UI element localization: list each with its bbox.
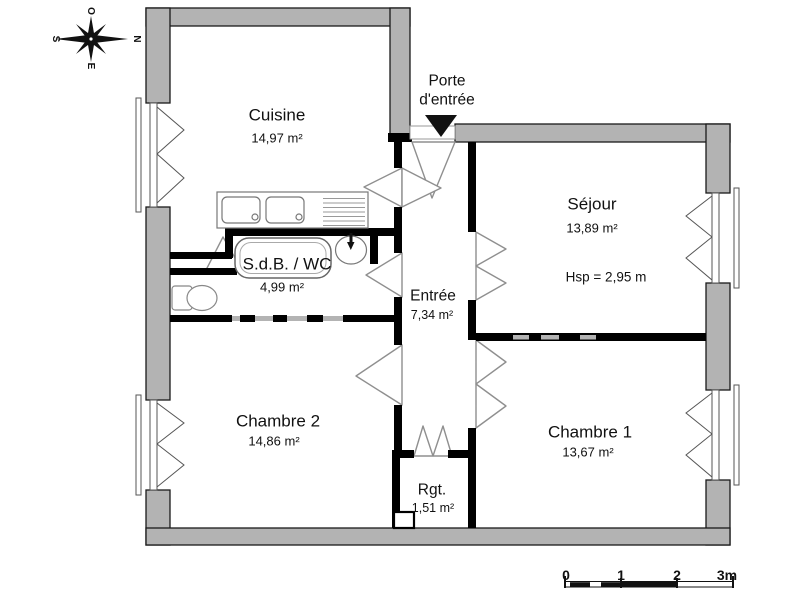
cuisine-window [135,97,185,213]
chambre1-area-label: 13,67 m² [562,444,614,460]
sdb-door-swing [365,252,403,298]
toilet [171,284,218,312]
door-swings [205,141,507,457]
sdb-chambre2-dashed-wall [170,315,394,322]
entrance-door-swing [411,141,456,199]
chambre1-name-label: Chambre 1 [547,422,633,442]
chambre1-door-leaf-2 [475,383,507,429]
sejour-chambre1-wall-gaps [513,335,596,340]
windows [135,97,740,496]
scale-bar-graphic [564,576,734,588]
chambre2-window [135,394,185,496]
entrance-threshold [409,125,456,140]
cuisine-area-label: 14,97 m² [251,130,303,146]
compass-east-label: E [85,62,96,70]
bathtub [234,237,332,279]
scale-label-2: 2 [673,567,681,583]
compass-west-label: O [85,7,96,15]
chambre2-door-swing [355,344,403,406]
compass-south-label: S [50,35,61,43]
sdb-name-label: S.d.B. / WC [242,254,332,274]
chambre2-area-label: 14,86 m² [248,433,300,449]
outer-walls [145,7,731,546]
entree-name-label: Entrée [410,287,456,305]
sejour-door-leaf-1 [475,231,507,267]
chambre2-name-label: Chambre 2 [235,411,321,431]
sejour-ceiling-height-label: Hsp = 2,95 m [565,269,647,285]
sejour-area-label: 13,89 m² [566,220,618,236]
washbasin [334,233,368,265]
rgt-wall-notch [392,510,416,530]
sejour-window [685,187,740,289]
rgt-door-leaf-1 [413,425,434,457]
entrance-jamb-cap [388,133,412,142]
chambre1-door-leaf-1 [475,339,507,385]
scale-label-0: 0 [562,567,570,583]
cuisine-door-swing-right [401,167,442,208]
entrance-door-label-line1: Porte [428,72,466,90]
entrance-arrow-icon [425,115,457,137]
rgt-area-label: 1,51 m² [411,500,455,515]
rgt-name-label: Rgt. [417,481,447,499]
chambre1-window [685,384,740,486]
compass-rose-icon [55,16,128,62]
sdb-area-label: 4,99 m² [259,279,305,295]
scale-label-1: 1 [617,567,625,583]
cuisine-name-label: Cuisine [248,105,306,125]
cuisine-door-swing-left [363,167,403,208]
entrance-door-label-line2: d'entrée [419,91,475,109]
compass-north-label: N [131,35,142,43]
rgt-door-leaf-2 [432,425,453,457]
sejour-door-leaf-2 [475,265,507,301]
kitchen-sink [216,191,369,229]
entree-area-label: 7,34 m² [410,307,454,322]
scale-label-3m: 3m [716,567,738,583]
sejour-name-label: Séjour [567,194,617,214]
